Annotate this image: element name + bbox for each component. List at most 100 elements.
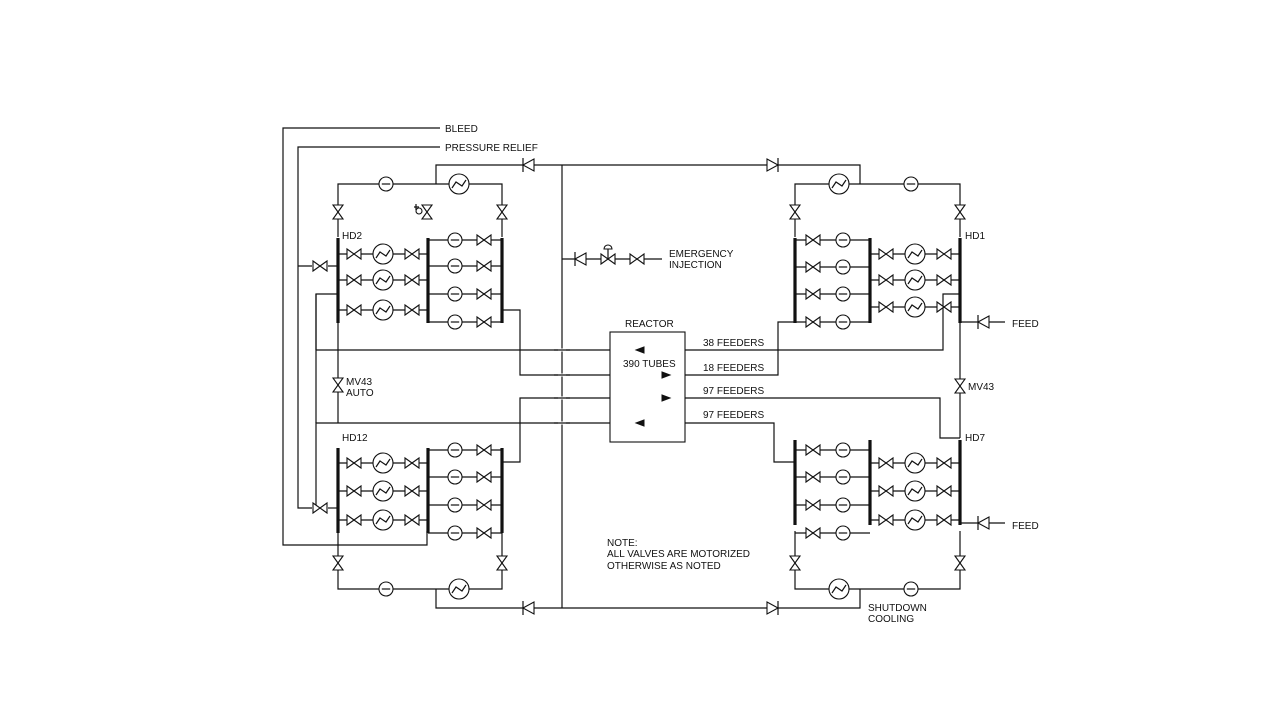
heat-exchanger-icon xyxy=(904,269,926,291)
gate-valve-icon xyxy=(495,555,509,571)
pressure-relief-label: PRESSURE RELIEF xyxy=(445,143,538,154)
gate-valve-icon xyxy=(312,501,328,515)
gate-valve-icon xyxy=(788,555,802,571)
heat-exchanger-icon xyxy=(904,296,926,318)
heat-exchanger-icon xyxy=(448,578,470,600)
gate-valve-icon xyxy=(404,484,420,498)
gate-valve-icon xyxy=(878,456,894,470)
gate-valve-icon xyxy=(953,204,967,220)
gate-valve-icon xyxy=(805,526,821,540)
hd1-label: HD1 xyxy=(965,231,985,242)
gate-valve-icon xyxy=(404,456,420,470)
gate-valve-icon xyxy=(331,555,345,571)
pump-icon xyxy=(378,581,394,597)
gate-valve-icon xyxy=(878,247,894,261)
pump-icon xyxy=(835,469,851,485)
feeders-97b-label: 97 FEEDERS xyxy=(703,410,764,421)
feed-top-label: FEED xyxy=(1012,319,1039,330)
gate-valve-icon xyxy=(805,260,821,274)
note-title: NOTE: xyxy=(607,538,638,549)
heat-exchanger-icon xyxy=(828,578,850,600)
heat-exchanger-icon xyxy=(904,452,926,474)
emergency-label: EMERGENCY xyxy=(669,249,734,260)
top-right-loop xyxy=(794,183,961,237)
gate-valve-icon xyxy=(878,513,894,527)
valve-actuator-icon xyxy=(414,204,419,210)
gate-valve-icon xyxy=(476,526,492,540)
pump-icon xyxy=(835,259,851,275)
feeders-18-label: 18 FEEDERS xyxy=(703,363,764,374)
pump-icon xyxy=(903,581,919,597)
pump-icon xyxy=(835,525,851,541)
gate-valve-icon xyxy=(629,252,645,266)
hd12-feeder-tie xyxy=(315,293,338,423)
gate-valve-icon xyxy=(331,204,345,220)
heat-exchanger-icon xyxy=(372,243,394,265)
gate-valve-icon xyxy=(878,273,894,287)
gate-valve-icon xyxy=(346,273,362,287)
feed-bottom-label: FEED xyxy=(1012,521,1039,532)
bottom-right-loop xyxy=(794,531,961,590)
note-line-1: ALL VALVES ARE MOTORIZED xyxy=(607,549,750,560)
check-valve-icon xyxy=(766,601,780,615)
gate-valve-icon xyxy=(805,287,821,301)
note-line-2: OTHERWISE AS NOTED xyxy=(607,561,721,572)
gate-valve-icon xyxy=(476,470,492,484)
pump-icon xyxy=(835,232,851,248)
gate-valve-icon xyxy=(346,303,362,317)
flow-arrow-icon xyxy=(661,394,672,402)
reactor-label: REACTOR xyxy=(625,319,674,330)
feeder-line-97a xyxy=(502,397,960,463)
gate-valve-icon xyxy=(805,315,821,329)
gate-valve-icon xyxy=(805,443,821,457)
gate-valve-icon xyxy=(805,233,821,247)
heat-exchanger-icon xyxy=(372,299,394,321)
heat-exchanger-icon xyxy=(828,173,850,195)
pump-icon xyxy=(835,314,851,330)
gate-valve-icon xyxy=(420,204,434,220)
check-valve-icon xyxy=(976,315,990,329)
flow-arrow-icon xyxy=(634,346,645,354)
feeders-38-label: 38 FEEDERS xyxy=(703,338,764,349)
pump-icon xyxy=(835,286,851,302)
gate-valve-icon xyxy=(346,513,362,527)
gate-valve-icon xyxy=(878,484,894,498)
pump-icon xyxy=(835,497,851,513)
gate-valve-icon xyxy=(476,287,492,301)
top-crossover xyxy=(435,164,861,184)
gate-valve-icon xyxy=(476,315,492,329)
bleed-label: BLEED xyxy=(445,124,478,135)
pump-icon xyxy=(378,176,394,192)
gate-valve-icon xyxy=(404,513,420,527)
gate-valve-icon xyxy=(936,484,952,498)
pump-icon xyxy=(447,525,463,541)
hd2-label: HD2 xyxy=(342,231,362,242)
flow-arrow-icon xyxy=(661,371,672,379)
valve-actuator-icon xyxy=(415,207,423,215)
shutdown-label: SHUTDOWN xyxy=(868,603,927,614)
gate-valve-icon xyxy=(788,204,802,220)
heat-exchanger-icon xyxy=(372,452,394,474)
check-valve-icon xyxy=(573,252,587,266)
gate-valve-icon xyxy=(953,555,967,571)
pump-icon xyxy=(447,286,463,302)
heat-exchanger-icon xyxy=(904,480,926,502)
gate-valve-icon xyxy=(936,300,952,314)
feeders-97a-label: 97 FEEDERS xyxy=(703,386,764,397)
pump-icon xyxy=(447,314,463,330)
heat-exchanger-icon xyxy=(904,243,926,265)
mv43-auto-label-2: AUTO xyxy=(346,388,374,399)
flow-arrow-icon xyxy=(634,419,645,427)
pressure-relief-line xyxy=(297,146,440,509)
gate-valve-icon xyxy=(936,247,952,261)
gate-valve-icon xyxy=(953,378,967,394)
gate-valve-icon xyxy=(936,273,952,287)
gate-valve-icon xyxy=(331,377,345,393)
valve-actuator-icon xyxy=(603,244,613,250)
gate-valve-icon xyxy=(936,456,952,470)
bleed-line xyxy=(282,127,440,546)
gate-valve-icon xyxy=(878,300,894,314)
pump-icon xyxy=(447,258,463,274)
cooling-label: COOLING xyxy=(868,614,914,625)
